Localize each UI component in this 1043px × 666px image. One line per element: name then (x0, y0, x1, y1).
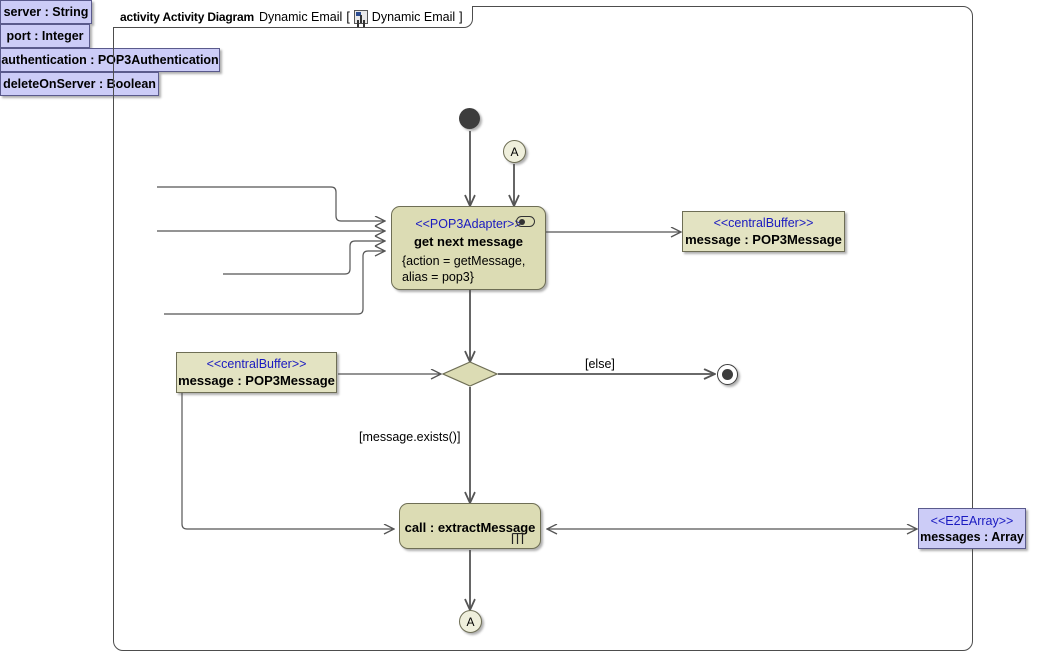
object-node-central-buffer-left[interactable]: <<centralBuffer>> message : POP3Message (176, 352, 337, 393)
call-action-name: call : extractMessage (404, 520, 536, 535)
parameter-label: server : String (3, 4, 89, 19)
activity-final-node[interactable] (717, 364, 738, 385)
array-node-stereotype: <<E2EArray>> (930, 513, 1014, 528)
guard-message-exists: [message.exists()] (359, 430, 461, 444)
frame-keyword: activity Activity Diagram (120, 9, 254, 24)
action-get-next-message[interactable]: <<POP3Adapter>> get next message {action… (391, 206, 546, 290)
decision-node[interactable] (441, 361, 499, 387)
action-property-line-2: alias = pop3} (402, 270, 474, 284)
buffer-left-stereotype: <<centralBuffer>> (206, 357, 307, 371)
action-property-line-1: {action = getMessage, (402, 254, 526, 268)
rake-icon (511, 532, 524, 544)
guard-else: [else] (585, 357, 615, 371)
parameter-label: authentication : POP3Authentication (1, 52, 219, 67)
buffer-right-stereotype: <<centralBuffer>> (713, 216, 814, 230)
activity-parameter-server[interactable]: server : String (0, 0, 92, 24)
frame-bracket-close: ] (459, 9, 463, 24)
action-stereotype: <<POP3Adapter>> (415, 217, 522, 231)
frame-name: Dynamic Email (258, 9, 343, 24)
connector-node-a-in[interactable]: A (503, 140, 526, 163)
activity-frame (113, 6, 973, 651)
frame-diagram-label: Dynamic Email (371, 9, 456, 24)
buffer-right-name: message : POP3Message (685, 232, 842, 247)
connector-label: A (510, 144, 519, 159)
activity-frame-title-tab: activity Activity Diagram Dynamic Email … (113, 6, 473, 28)
action-name: get next message (413, 234, 524, 249)
connector-label: A (466, 614, 475, 629)
frame-bracket-open: [ (346, 9, 350, 24)
activity-parameter-port[interactable]: port : Integer (0, 24, 90, 48)
activity-parameter-delete-on-server[interactable]: deleteOnServer : Boolean (0, 72, 159, 96)
pin-oval-icon (516, 216, 535, 227)
action-call-extract-message[interactable]: call : extractMessage (399, 503, 541, 549)
initial-node[interactable] (459, 108, 480, 129)
parameter-label: port : Integer (6, 28, 84, 43)
connector-node-a-out[interactable]: A (459, 610, 482, 633)
activity-parameter-authentication[interactable]: authentication : POP3Authentication (0, 48, 220, 72)
activity-diagram-icon (353, 9, 368, 24)
object-node-central-buffer-right[interactable]: <<centralBuffer>> message : POP3Message (682, 211, 845, 252)
buffer-left-name: message : POP3Message (178, 373, 335, 388)
parameter-label: deleteOnServer : Boolean (3, 76, 156, 91)
object-node-messages-array[interactable]: <<E2EArray>> messages : Array (918, 508, 1026, 549)
array-node-name: messages : Array (920, 529, 1024, 544)
